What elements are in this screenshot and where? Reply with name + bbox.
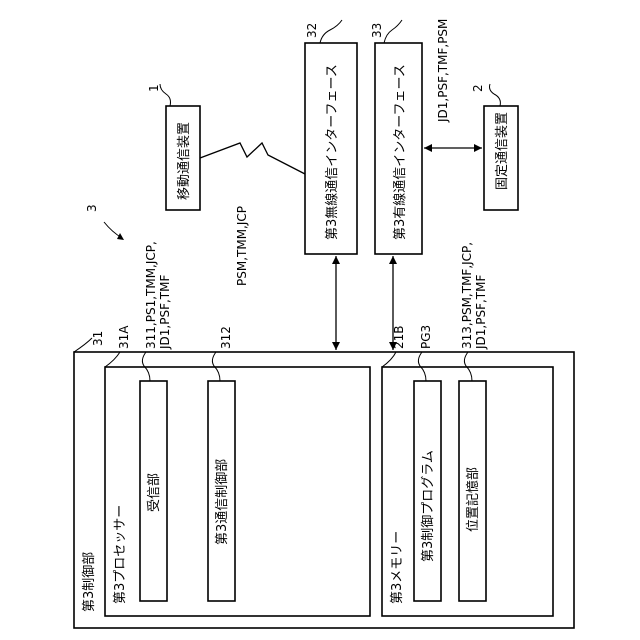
receiver-label: 受信部 — [147, 473, 162, 512]
fixed-device-leader — [490, 84, 501, 106]
mobile-device-leader — [160, 84, 171, 106]
wireless-if-arrow-up — [332, 256, 340, 264]
wireless-if-label: 第3無線通信インターフェース — [324, 64, 340, 240]
system-ref-arrowhead — [117, 233, 124, 240]
mobile-device-ref: 1 — [147, 84, 161, 92]
wired-if-leader — [384, 20, 402, 43]
wired-if-label: 第3有線通信インターフェース — [392, 64, 408, 240]
program-ref: PG3 — [419, 325, 433, 349]
wired-link-arrow-right — [474, 144, 482, 152]
wired-link-data: JD1,PSF,TMF,PSM — [436, 19, 450, 123]
control-unit-label: 第3制御部 — [82, 552, 97, 612]
processor-ref: 31A — [117, 325, 131, 349]
processor-label: 第3プロセッサー — [113, 505, 128, 604]
position-storage-label: 位置記憶部 — [465, 467, 481, 532]
control-unit-leader — [74, 338, 92, 352]
receiver-data-line1: 311,PS1,TMM,JCP, — [144, 241, 158, 349]
comm-control-label: 第3通信制御部 — [215, 459, 230, 545]
wireless-if-arrow-down — [332, 342, 340, 350]
wireless-link-data: PSM,TMM,JCP — [235, 206, 249, 286]
wireless-link-bolt — [200, 143, 305, 174]
memory-label: 第3メモリー — [390, 531, 405, 604]
position-storage-data-line2: JD1,PSF,TMF — [474, 275, 488, 350]
fixed-device-label: 固定通信装置 — [495, 112, 510, 190]
program-label: 第3制御プログラム — [421, 450, 436, 562]
wired-if-arrow-up — [389, 256, 397, 264]
wireless-if-ref: 32 — [305, 23, 319, 38]
control-unit-ref: 31 — [91, 331, 105, 346]
position-storage-data-line1: 313,PSM,TMF,JCP, — [460, 242, 474, 349]
comm-control-ref: 312 — [219, 326, 233, 349]
wireless-if-leader — [320, 20, 342, 43]
fixed-device-ref: 2 — [471, 84, 485, 92]
receiver-data-line2: JD1,PSF,TMF — [158, 275, 172, 350]
wired-if-ref: 33 — [370, 23, 384, 38]
system-ref: 3 — [85, 204, 99, 212]
mobile-device-label: 移動通信装置 — [177, 122, 192, 200]
wired-link-arrow-left — [424, 144, 432, 152]
